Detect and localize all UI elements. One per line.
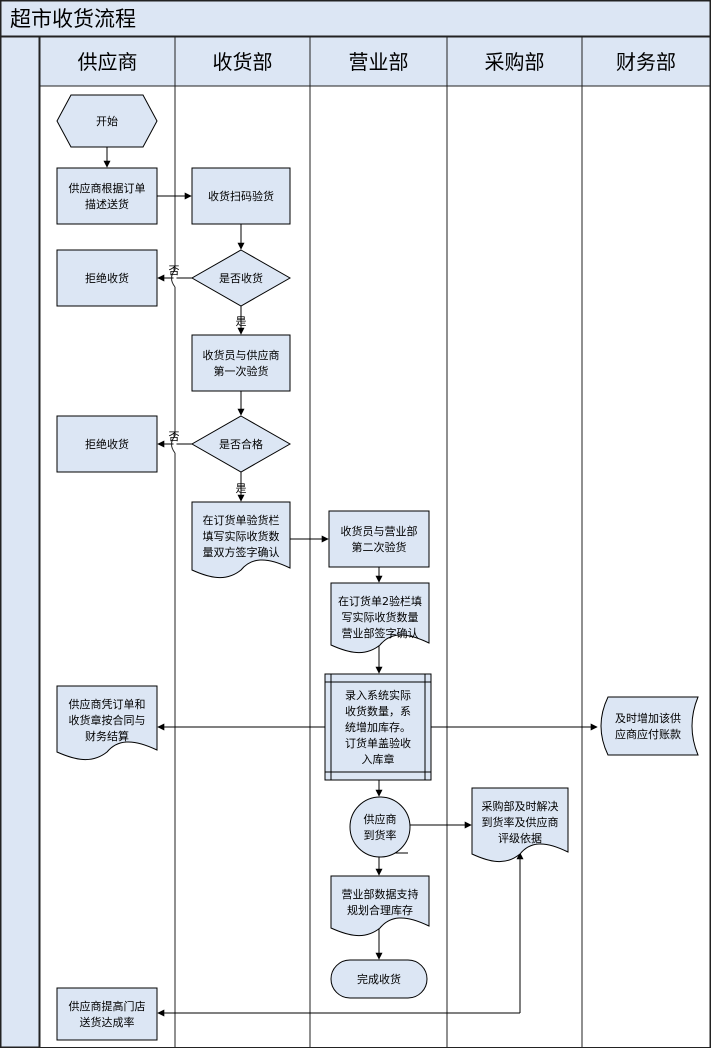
lane-header-4 bbox=[581, 36, 711, 87]
node-shape bbox=[471, 787, 569, 862]
node-text-line: 第一次验货 bbox=[214, 364, 269, 378]
label-no-2: 否 bbox=[169, 430, 180, 443]
node-start: 开始 bbox=[56, 94, 158, 148]
node-reject-1: 拒绝收货 bbox=[56, 249, 158, 307]
node-text-line: 统增加库存。 bbox=[345, 720, 411, 734]
node-shape bbox=[56, 167, 158, 225]
node-text-line: 在订货单2验栏填 bbox=[338, 594, 422, 608]
node-finish: 完成收货 bbox=[330, 959, 428, 999]
lane-header-1 bbox=[174, 36, 311, 87]
node-text-line: 写实际收货数量 bbox=[342, 610, 419, 624]
node-text-line: 拒绝收货 bbox=[85, 437, 129, 451]
node-shape bbox=[349, 796, 411, 858]
label-no-1: 否 bbox=[169, 264, 180, 277]
lane-title-3: 采购部 bbox=[485, 50, 545, 74]
node-shape bbox=[191, 334, 291, 392]
node-shape bbox=[190, 249, 292, 307]
label-yes-1: 是 bbox=[236, 315, 247, 328]
lane-title-1: 收货部 bbox=[213, 50, 273, 74]
node-shape bbox=[330, 959, 428, 999]
node-shape bbox=[56, 415, 158, 473]
nodes: 开始供应商根据订单描述送货收货扫码验货拒绝收货是否收货收货员与供应商第一次验货拒… bbox=[56, 94, 699, 1041]
node-text-line: 采购部及时解决 bbox=[482, 799, 559, 813]
node-text-line: 量双方签字确认 bbox=[203, 545, 280, 559]
crossing-hop bbox=[171, 435, 176, 454]
lane-title-0: 供应商 bbox=[78, 50, 138, 74]
node-text-line: 到货率 bbox=[364, 828, 397, 842]
node-shape bbox=[56, 987, 158, 1041]
node-text-line: 评级依据 bbox=[498, 831, 542, 845]
node-shape bbox=[191, 501, 291, 578]
node-text-line: 完成收货 bbox=[357, 972, 401, 986]
node-text-line: 供应商根据订单 bbox=[69, 181, 146, 195]
node-decide-qualified: 是否合格 bbox=[190, 415, 292, 473]
label-yes-2: 是 bbox=[236, 482, 247, 495]
node-scan-check: 收货扫码验货 bbox=[191, 167, 291, 225]
node-text-line: 在订货单验货栏 bbox=[203, 513, 280, 527]
lane-header-0 bbox=[39, 36, 176, 87]
node-text-line: 填写实际收货数 bbox=[203, 529, 280, 543]
node-text-line: 是否合格 bbox=[219, 437, 263, 451]
node-decide-receive: 是否收货 bbox=[190, 249, 292, 307]
node-shape bbox=[330, 875, 430, 936]
lane-header-3 bbox=[446, 36, 583, 87]
node-text-line: 营业部签字确认 bbox=[342, 626, 419, 640]
node-text-line: 入库章 bbox=[362, 752, 395, 766]
title-bar bbox=[0, 0, 711, 37]
node-text-line: 送货达成率 bbox=[80, 1015, 135, 1029]
node-text-line: 财务结算 bbox=[85, 729, 129, 743]
lane-title-4: 财务部 bbox=[616, 50, 676, 74]
node-text-line: 第二次验货 bbox=[352, 540, 407, 554]
node-text-line: 规划合理库存 bbox=[347, 903, 413, 917]
node-shape bbox=[56, 685, 158, 760]
pool-side-strip bbox=[0, 36, 40, 1048]
node-reject-2: 拒绝收货 bbox=[56, 415, 158, 473]
node-shape bbox=[190, 415, 292, 473]
node-shape bbox=[56, 94, 158, 148]
node-text-line: 是否收货 bbox=[219, 271, 263, 285]
node-text-line: 营业部数据支持 bbox=[342, 887, 419, 901]
node-text-line: 及时增加该供 bbox=[615, 711, 681, 725]
node-text-line: 订货单盖验收 bbox=[345, 736, 411, 750]
crossing-hop bbox=[171, 269, 176, 288]
node-text-line: 收货数量，系 bbox=[345, 704, 411, 718]
node-text-line: 收货员与供应商 bbox=[203, 348, 280, 362]
lane-title-2: 营业部 bbox=[349, 50, 409, 74]
node-text-line: 供应商 bbox=[364, 812, 397, 826]
diagram-title: 超市收货流程 bbox=[10, 7, 136, 31]
node-text-line: 到货率及供应商 bbox=[482, 815, 559, 829]
node-shape bbox=[324, 673, 432, 781]
node-shape bbox=[191, 167, 291, 225]
node-shape bbox=[56, 249, 158, 307]
node-shape bbox=[600, 696, 699, 756]
node-text-line: 开始 bbox=[96, 114, 118, 128]
node-shape bbox=[330, 582, 430, 653]
swimlanes: 供应商 收货部 营业部 采购部 财务部 bbox=[39, 36, 711, 1047]
node-text-line: 收货章按合同与 bbox=[69, 713, 146, 727]
node-text-line: 拒绝收货 bbox=[85, 271, 129, 285]
node-text-line: 收货扫码验货 bbox=[208, 189, 274, 203]
node-text-line: 供应商凭订单和 bbox=[69, 697, 146, 711]
node-text-line: 供应商提高门店 bbox=[69, 999, 146, 1013]
node-text-line: 描述送货 bbox=[85, 197, 129, 211]
node-text-line: 应商应付账款 bbox=[615, 727, 681, 741]
node-shape bbox=[328, 510, 430, 568]
node-text-line: 录入系统实际 bbox=[345, 688, 411, 702]
node-text-line: 收货员与营业部 bbox=[341, 524, 418, 538]
